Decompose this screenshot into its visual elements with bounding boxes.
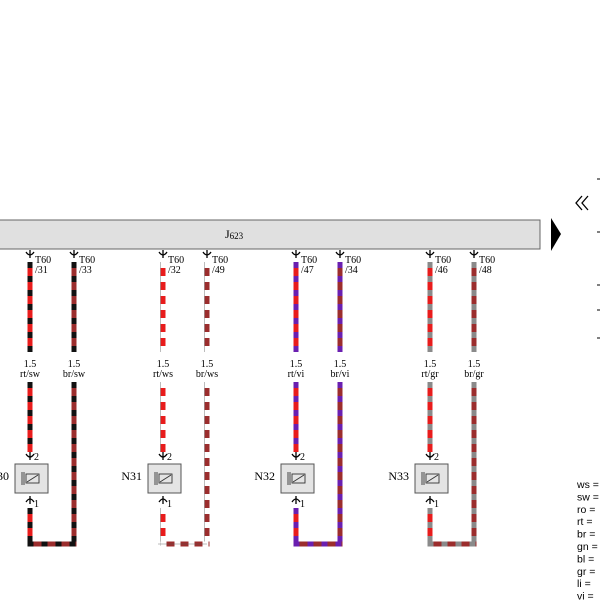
color-legend: ws =sw =ro =rt =br =gn =bl =gr =li =vi = <box>576 479 599 603</box>
wire-color-code: rt/vi <box>288 369 305 380</box>
wire-gauge: 1.5 <box>201 359 214 370</box>
component-label: N33 <box>388 469 409 483</box>
wire-br-ws[interactable] <box>204 382 210 546</box>
coil-pin-label: 1 <box>300 499 305 510</box>
wire-color-code: rt/gr <box>421 369 439 380</box>
wire-rt-ws[interactable] <box>160 262 166 352</box>
component-label: N32 <box>254 469 275 483</box>
pin-label: /48 <box>479 265 492 276</box>
wire-gauge: 1.5 <box>334 359 347 370</box>
connector-arrow-icon <box>25 250 35 258</box>
coil-pin-label: 1 <box>34 499 39 510</box>
wire-gauge: 1.5 <box>157 359 170 370</box>
ecu-label: J623 <box>225 227 244 241</box>
coil-pin-label: 1 <box>167 499 172 510</box>
connector-arrow-icon <box>202 250 212 258</box>
wire-color-code: br/gr <box>464 369 484 380</box>
coil-pin-label: 2 <box>167 452 172 463</box>
pin-label: /49 <box>212 265 225 276</box>
connector-arrow-icon <box>425 496 435 504</box>
legend-entry: bl = <box>577 553 594 565</box>
solenoid-icon <box>21 472 40 485</box>
legend-entry: gn = <box>577 541 598 553</box>
solenoid-valve-box[interactable] <box>14 463 49 494</box>
legend-entry: sw = <box>577 491 599 503</box>
component-label: 30 <box>0 469 9 483</box>
connector-arrow-icon <box>425 452 435 460</box>
pin-label: /34 <box>345 265 358 276</box>
legend-entry: gr = <box>577 566 595 578</box>
solenoid-icon <box>154 472 173 485</box>
pin-label: /46 <box>435 265 448 276</box>
connector-arrow-icon <box>69 250 79 258</box>
legend-entry: ro = <box>577 504 595 516</box>
pin-label: T60 <box>79 255 95 266</box>
solenoid-valve-box[interactable] <box>147 463 182 494</box>
wire-gauge: 1.5 <box>24 359 37 370</box>
connector-arrow-icon <box>335 250 345 258</box>
wire-color-code: rt/sw <box>20 369 41 380</box>
circuit-groups: T60/31T60/331.5rt/sw1.5br/sw2301T60/32T6… <box>0 250 495 547</box>
wire-gauge: 1.5 <box>290 359 303 370</box>
connector-arrow-icon <box>25 452 35 460</box>
solenoid-valve-box[interactable] <box>280 463 315 494</box>
legend-entry: vi = <box>577 591 594 603</box>
connector-arrow-icon <box>158 452 168 460</box>
connector-arrow-icon <box>291 250 301 258</box>
component-label: N31 <box>121 469 142 483</box>
pin-label: /32 <box>168 265 181 276</box>
pin-label: T60 <box>35 255 51 266</box>
solenoid-valve-box[interactable] <box>414 463 449 494</box>
coil-pin-label: 2 <box>300 452 305 463</box>
wire-br-ws[interactable] <box>204 262 210 352</box>
ecu-bar <box>0 219 541 250</box>
legend-entry: ws = <box>576 479 599 491</box>
connector-arrow-icon <box>291 496 301 504</box>
connector-arrow-icon <box>158 496 168 504</box>
pin-label: T60 <box>212 255 228 266</box>
coil-pin-label: 2 <box>34 452 39 463</box>
wire-color-code: br/ws <box>196 369 218 380</box>
pin-label: /47 <box>301 265 314 276</box>
pin-label: /31 <box>35 265 48 276</box>
coil-pin-label: 1 <box>434 499 439 510</box>
connector-arrow-icon <box>425 250 435 258</box>
wire-gauge: 1.5 <box>424 359 437 370</box>
legend-entry: rt = <box>577 516 592 528</box>
wire-rt-ws[interactable] <box>160 382 166 452</box>
wire-gauge: 1.5 <box>68 359 81 370</box>
wire-color-code: br/sw <box>63 369 86 380</box>
double-chevron-left-icon[interactable] <box>575 195 589 211</box>
wire-color-code: rt/ws <box>153 369 173 380</box>
solenoid-icon <box>287 472 306 485</box>
pin-label: T60 <box>435 255 451 266</box>
pin-label: /33 <box>79 265 92 276</box>
connector-arrow-icon <box>469 250 479 258</box>
solenoid-icon <box>421 472 440 485</box>
wire-gauge: 1.5 <box>468 359 481 370</box>
legend-entry: li = <box>577 578 591 590</box>
connector-arrow-icon <box>158 250 168 258</box>
pin-label: T60 <box>301 255 317 266</box>
legend-entry: br = <box>577 529 595 541</box>
pin-label: T60 <box>345 255 361 266</box>
connector-arrow-icon <box>25 496 35 504</box>
wire-color-code: br/vi <box>331 369 350 380</box>
pin-label: T60 <box>168 255 184 266</box>
wire-rt-ws[interactable] <box>160 508 166 546</box>
pin-label: T60 <box>479 255 495 266</box>
connector-arrow-icon <box>291 452 301 460</box>
triangle-right-icon[interactable] <box>551 218 561 251</box>
coil-pin-label: 2 <box>434 452 439 463</box>
